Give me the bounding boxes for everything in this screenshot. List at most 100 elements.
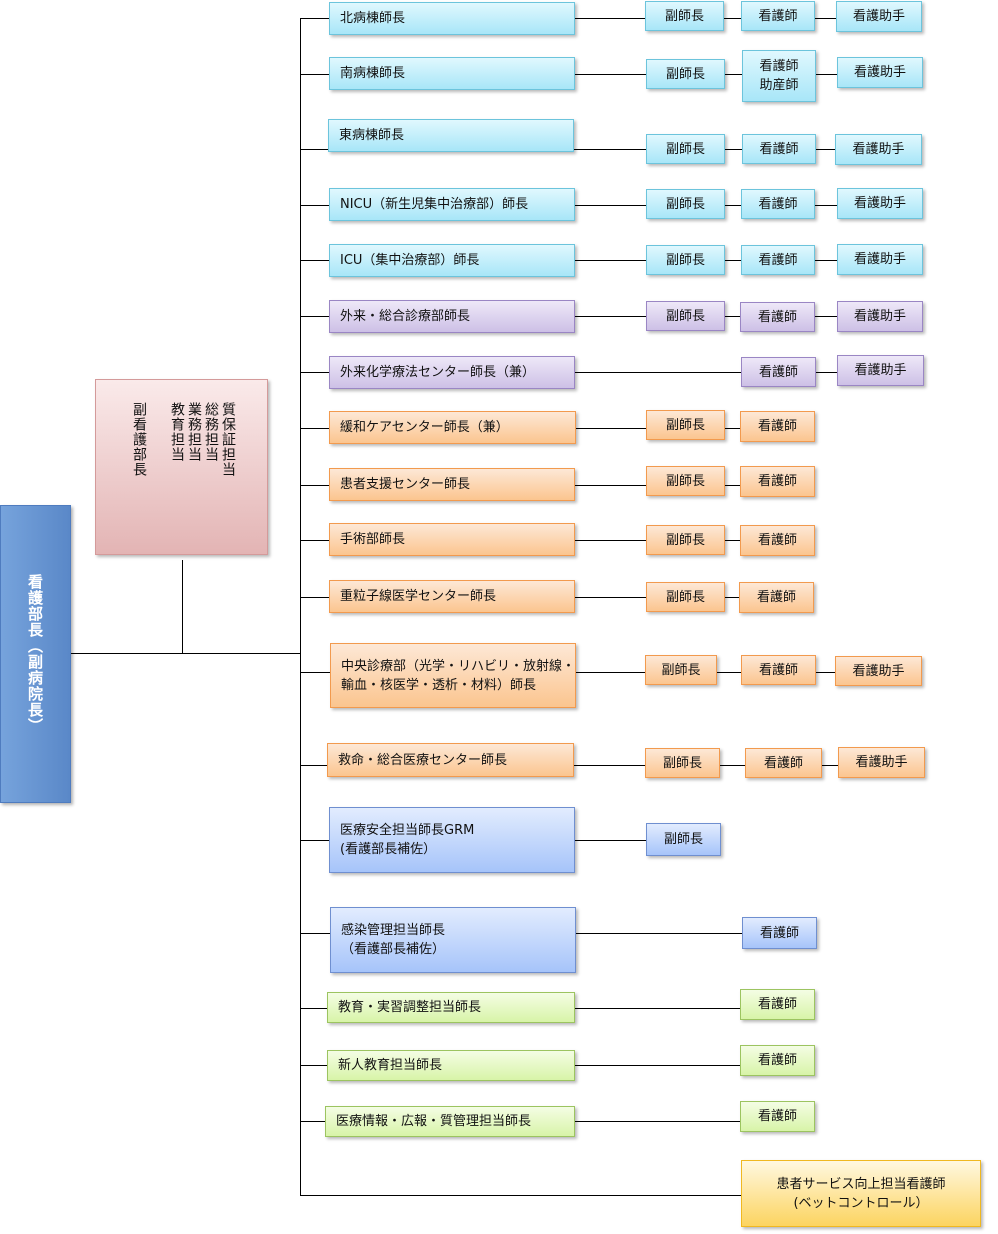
staff-box: 看護師: [740, 411, 815, 442]
staff-label: 副師長: [665, 141, 705, 157]
staff-box: 看護師: [740, 1045, 815, 1076]
staff-box: 副師長: [646, 189, 725, 219]
staff-box: 副師長: [646, 59, 725, 89]
connector-line: [300, 1195, 741, 1196]
staff-box: 看護師: [742, 917, 817, 949]
staff-label: 看護師: [757, 419, 797, 434]
unit-head-label: 外来・総合診療部師長: [340, 309, 471, 324]
unit-head-box: 感染管理担当師長 （看護部長補佐）: [330, 907, 576, 973]
unit-head-box: 重粒子線医学センター師長: [329, 580, 575, 613]
patient-service-label: 患者サービス向上担当看護師 (ベットコントロール）: [776, 1176, 946, 1211]
staff-label: 副師長: [665, 252, 705, 268]
unit-head-label: 手術部師長: [340, 532, 406, 547]
connector-line: [71, 653, 301, 654]
unit-head-box: NICU（新生児集中治療部）師長: [329, 188, 575, 221]
staff-box: 看護師: [741, 245, 815, 275]
deputy-role: 質保証担当: [220, 402, 236, 477]
staff-label: 看護助手: [853, 309, 906, 324]
staff-label: 看護助手: [853, 252, 906, 267]
staff-box: 看護助手: [837, 244, 923, 275]
staff-label: 副師長: [665, 196, 705, 212]
staff-box: 看護助手: [837, 355, 924, 386]
unit-head-box: 緩和ケアセンター師長（兼）: [329, 411, 576, 444]
staff-box: 看護助手: [837, 301, 923, 332]
unit-head-box: 患者支援センター師長: [329, 468, 575, 501]
staff-label: 看護助手: [852, 9, 905, 24]
unit-head-label: 救命・総合医療センター師長: [338, 752, 508, 768]
staff-box: 副師長: [646, 823, 721, 856]
nursing-director-box: 看護部長（副病院長）: [0, 505, 71, 803]
staff-label: 看護師: [757, 1109, 797, 1124]
staff-label: 副師長: [662, 755, 702, 771]
staff-label: 看護師: [757, 1053, 797, 1068]
unit-head-box: 外来・総合診療部師長: [329, 300, 575, 333]
unit-head-label: 新人教育担当師長: [338, 1058, 443, 1073]
staff-box: 看護師 助産師: [742, 50, 816, 102]
unit-head-box: 新人教育担当師長: [327, 1050, 575, 1081]
staff-label: 看護師: [759, 141, 799, 157]
unit-head-label: 中央診療部（光学・リハビリ・放射線・ 輸血・核医学・透析・材料）師長: [341, 658, 576, 693]
staff-label: 看護師: [757, 474, 797, 489]
staff-label: 看護師: [757, 997, 797, 1012]
staff-label: 副師長: [665, 473, 705, 489]
unit-head-box: 東病棟師長: [328, 119, 574, 152]
trunk-line: [300, 18, 301, 1196]
unit-head-box: ICU（集中治療部）師長: [329, 244, 575, 277]
staff-box: 看護師: [742, 134, 816, 164]
unit-head-label: 患者支援センター師長: [340, 477, 471, 492]
unit-head-label: 南病棟師長: [340, 66, 406, 81]
unit-head-label: 外来化学療法センター師長（兼）: [340, 365, 536, 380]
connector-line: [182, 560, 183, 654]
staff-box: 副師長: [646, 525, 725, 555]
staff-label: 副師長: [663, 832, 703, 847]
staff-box: 看護師: [740, 989, 815, 1020]
unit-head-box: 救命・総合医療センター師長: [327, 743, 574, 777]
staff-box: 看護師: [740, 466, 815, 497]
staff-label: 看護師: [757, 309, 797, 325]
staff-box: 副師長: [645, 655, 717, 685]
staff-box: 看護助手: [836, 1, 922, 32]
staff-box: 看護師: [740, 525, 815, 556]
unit-head-box: 外来化学療法センター師長（兼）: [329, 356, 575, 389]
unit-head-box: 医療情報・広報・質管理担当師長: [325, 1106, 575, 1137]
staff-label: 副師長: [665, 532, 705, 548]
staff-label: 看護師: [757, 533, 797, 548]
staff-box: 副師長: [645, 1, 724, 31]
staff-box: 看護師: [741, 189, 815, 219]
deputy-director-box: 副看護部長 教育担当 業務担当 総務担当 質保証担当: [95, 379, 268, 555]
patient-service-box: 患者サービス向上担当看護師 (ベットコントロール）: [741, 1160, 981, 1227]
staff-label: 副師長: [665, 589, 705, 605]
deputy-role: 総務担当: [203, 402, 219, 462]
staff-label: 看護師 助産師: [759, 59, 799, 93]
staff-label: 看護師: [758, 8, 798, 24]
unit-head-box: 医療安全担当師長GRM (看護部長補佐）: [329, 807, 575, 873]
staff-label: 看護助手: [855, 755, 908, 770]
staff-label: 看護師: [763, 755, 803, 771]
staff-label: 看護師: [758, 364, 798, 380]
unit-head-label: ICU（集中治療部）師長: [340, 253, 480, 268]
unit-head-box: 中央診療部（光学・リハビリ・放射線・ 輸血・核医学・透析・材料）師長: [330, 643, 576, 708]
unit-head-box: 手術部師長: [329, 523, 575, 556]
staff-box: 副師長: [645, 748, 720, 778]
staff-label: 看護助手: [853, 65, 906, 80]
staff-box: 看護師: [741, 357, 816, 387]
staff-box: 看護師: [741, 1, 815, 31]
staff-label: 副師長: [665, 308, 705, 324]
deputy-role: 業務担当: [186, 402, 202, 462]
unit-head-box: 南病棟師長: [329, 57, 575, 90]
unit-head-label: 感染管理担当師長 （看護部長補佐）: [341, 923, 446, 957]
staff-box: 看護師: [739, 582, 814, 613]
staff-box: 副師長: [646, 582, 725, 612]
staff-box: 看護助手: [835, 656, 922, 686]
staff-label: 看護助手: [854, 363, 907, 378]
staff-box: 看護助手: [837, 188, 923, 219]
staff-label: 看護師: [758, 196, 798, 212]
deputy-title: 副看護部長: [131, 402, 147, 477]
unit-head-label: 医療情報・広報・質管理担当師長: [336, 1114, 532, 1129]
staff-box: 看護助手: [837, 57, 923, 88]
staff-box: 看護助手: [838, 747, 925, 778]
staff-label: 副師長: [661, 662, 701, 678]
staff-label: 副師長: [665, 417, 705, 433]
staff-label: 看護助手: [853, 196, 906, 211]
staff-box: 看護師: [741, 655, 816, 685]
